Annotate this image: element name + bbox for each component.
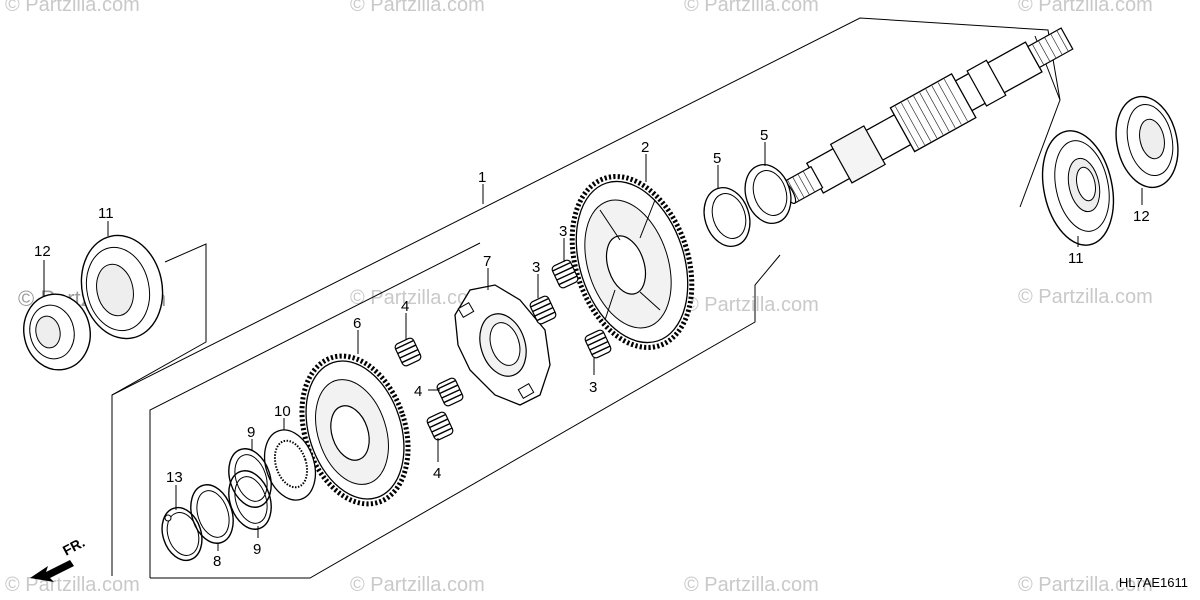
diagram-code: HL7AE1611 [1118, 575, 1188, 590]
callout-3: 3 [589, 379, 597, 396]
callout-4: 4 [414, 383, 422, 400]
washer-8 [190, 484, 234, 544]
outline-frame [111, 243, 207, 576]
callout-10: 10 [274, 403, 291, 420]
callout-3: 3 [532, 259, 540, 276]
callout-4: 4 [401, 298, 409, 315]
callout-9: 9 [253, 541, 261, 558]
callout-6: 6 [353, 315, 361, 332]
gear-2 [569, 174, 695, 350]
watermark: © Partzilla.com [350, 0, 485, 16]
spring-4-b [436, 377, 464, 407]
bearing-left-12 [23, 293, 91, 371]
leader-lines [43, 142, 1143, 551]
front-direction-arrow: FR. [30, 534, 87, 582]
callout-3: 3 [559, 223, 567, 240]
callout-4: 4 [433, 465, 441, 482]
watermark: © Partzilla.com [684, 0, 819, 16]
spring-3-c [584, 329, 612, 359]
bearing-right-11 [1041, 130, 1115, 246]
callout-7: 7 [483, 253, 491, 270]
circlip-9-a [228, 448, 272, 508]
callout-12: 12 [1133, 208, 1150, 225]
snap-ring-13 [161, 506, 203, 562]
outline-frame [150, 254, 781, 579]
callout-9: 9 [247, 424, 255, 441]
watermark: © Partzilla.com [350, 574, 485, 596]
callout-5: 5 [760, 127, 768, 144]
outline-frame [111, 17, 1061, 396]
direction-label: FR. [60, 534, 87, 559]
damper-plate-7 [454, 284, 551, 406]
callout-8: 8 [213, 553, 221, 570]
washer-5-b [744, 164, 792, 224]
spring-4-c [426, 411, 454, 441]
callout-5: 5 [713, 150, 721, 167]
spring-3-a [551, 259, 579, 289]
watermark: © Partzilla.com [1018, 574, 1153, 596]
callout-12: 12 [34, 243, 51, 260]
bearing-left-11 [80, 234, 164, 340]
watermark: © Partzilla.com [1018, 286, 1153, 308]
washer-10 [263, 429, 317, 501]
callout-11: 11 [1068, 250, 1084, 267]
spring-4-a [394, 337, 422, 367]
callout-13: 13 [166, 469, 183, 486]
main-shaft [781, 27, 1074, 205]
bearing-right-12 [1115, 95, 1179, 189]
outline-frame [149, 242, 481, 578]
gear-6 [299, 353, 411, 507]
watermark: © Partzilla.com [1018, 0, 1153, 16]
watermark: © Partzilla.com [5, 0, 140, 16]
watermark: © Partzilla.com [350, 287, 485, 309]
washer-5-a [703, 187, 751, 247]
watermark: © Partzilla.com [5, 574, 140, 596]
callout-2: 2 [641, 139, 649, 156]
callout-1: 1 [478, 169, 486, 186]
callout-11: 11 [98, 205, 114, 222]
spring-3-b [529, 295, 557, 325]
watermark: © Partzilla.com [684, 294, 819, 316]
watermark: © Partzilla.com [684, 574, 819, 596]
